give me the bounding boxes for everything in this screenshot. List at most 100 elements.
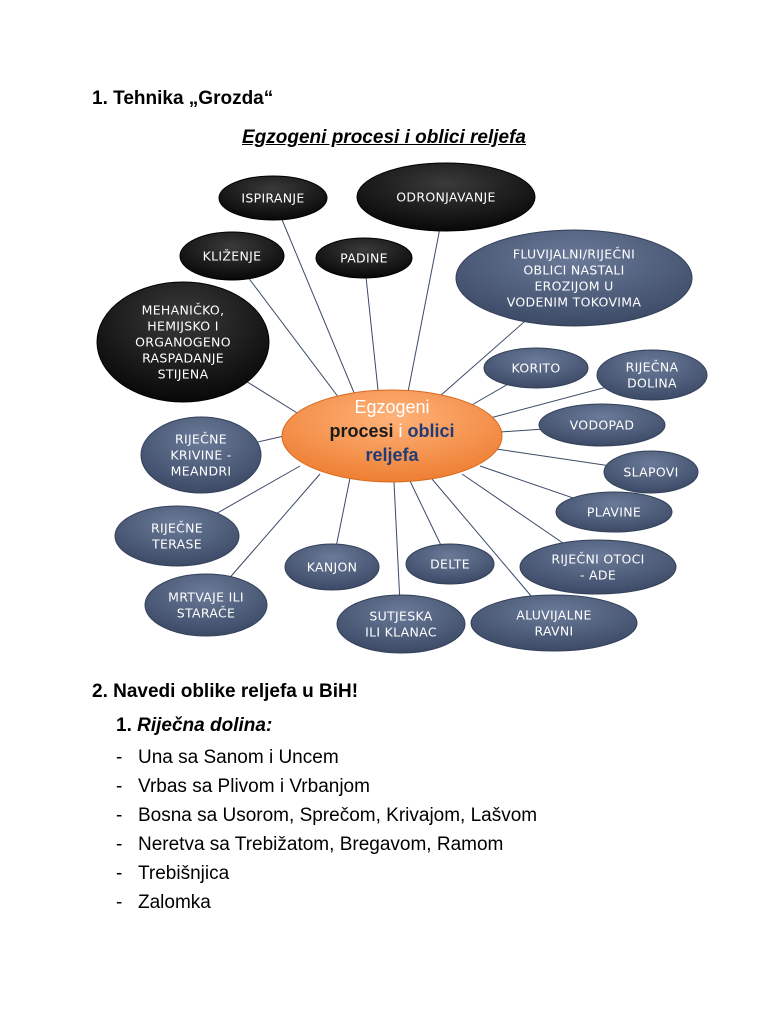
node-otoci: RIJEČNI OTOCI- ADE <box>519 539 677 595</box>
node-shape-sutjeska <box>336 594 466 654</box>
node-shape-rijecna-dolina <box>596 349 708 401</box>
list-item-text: Neretva sa Trebižatom, Bregavom, Ramom <box>138 834 504 855</box>
node-label-mehanicko: RASPADANJE <box>142 351 224 366</box>
list-title: 1. Riječna dolina: <box>116 715 272 737</box>
node-padine: PADINE <box>315 237 413 279</box>
node-label-meandri: RIJEČNE <box>175 432 227 447</box>
list-item-text: Una sa Sanom i Uncem <box>138 747 339 768</box>
node-shape-plavine <box>555 491 673 533</box>
node-vodopad: VODOPAD <box>538 403 666 447</box>
node-label-korito: KORITO <box>512 361 561 376</box>
node-korito: KORITO <box>483 347 589 389</box>
node-label-aluvijalne: ALUVIJALNE <box>516 608 592 623</box>
list-dash: - <box>116 776 123 797</box>
center-line-2a: procesi <box>329 421 393 441</box>
node-shape-odronjavanje <box>356 162 536 232</box>
node-label-slapovi: SLAPOVI <box>623 465 678 480</box>
node-label-mehanicko: MEHANIČKO, <box>142 303 225 318</box>
node-label-mrtvaje: STARAČE <box>177 606 235 621</box>
node-label-terase: RIJEČNE <box>151 521 203 536</box>
node-label-padine: PADINE <box>340 251 388 266</box>
connector-ispiranje <box>272 197 356 396</box>
node-shape-fluvijalni <box>455 229 693 327</box>
center-line-1: Egzogeni <box>354 397 429 417</box>
node-label-rijecna-dolina: RIJEČNA <box>626 360 679 375</box>
node-label-sutjeska: SUTJESKA <box>369 609 432 624</box>
list-dash: - <box>116 805 123 826</box>
node-klizenje: KLIŽENJE <box>179 231 285 281</box>
list-item-text: Trebišnjica <box>138 863 230 884</box>
node-label-sutjeska: ILI KLANAC <box>365 625 437 640</box>
list-item: -Neretva sa Trebižatom, Bregavom, Ramom <box>116 830 537 859</box>
node-label-otoci: - ADE <box>580 568 616 583</box>
node-shape-meandri <box>140 416 262 494</box>
section-1-heading: 1. Tehnika „Grozda“ <box>92 88 274 109</box>
river-list: -Una sa Sanom i Uncem-Vrbas sa Plivom i … <box>116 743 537 917</box>
list-item: -Vrbas sa Plivom i Vrbanjom <box>116 772 537 801</box>
node-ispiranje: ISPIRANJE <box>218 175 328 221</box>
list-dash: - <box>116 834 123 855</box>
node-label-mehanicko: STIJENA <box>158 367 209 382</box>
svg-text:procesi i oblici: procesi i oblici <box>329 421 454 441</box>
node-label-meandri: MEANDRI <box>171 464 232 479</box>
node-label-otoci: RIJEČNI OTOCI <box>551 552 644 567</box>
cluster-diagram: ISPIRANJE ODRONJAVANJE KLIŽENJE PADINE FLUVI… <box>96 162 708 654</box>
section-2-heading: 2. Navedi oblike reljefa u BiH! <box>92 681 359 702</box>
node-label-vodopad: VODOPAD <box>570 418 635 433</box>
node-shape-ispiranje <box>218 175 328 221</box>
node-label-plavine: PLAVINE <box>587 505 641 520</box>
node-label-terase: TERASE <box>151 537 202 552</box>
node-label-odronjavanje: ODRONJAVANJE <box>396 190 495 205</box>
node-shape-kanjon <box>284 543 380 591</box>
diagram-title: Egzogeni procesi i oblici reljefa <box>241 127 527 148</box>
node-shape-korito <box>483 347 589 389</box>
node-label-kanjon: KANJON <box>307 560 358 575</box>
center-line-2c: oblici <box>408 421 455 441</box>
connector-padine <box>363 257 379 391</box>
list-item-text: Bosna sa Usorom, Sprečom, Krivajom, Lašv… <box>138 805 538 826</box>
list-item: -Bosna sa Usorom, Sprečom, Krivajom, Laš… <box>116 801 537 830</box>
node-shape-klizenje <box>179 231 285 281</box>
node-mehanicko: MEHANIČKO,HEMIJSKO IORGANOGENORASPADANJE… <box>96 281 270 403</box>
list-item: -Zalomka <box>116 888 537 917</box>
list-item: -Trebišnjica <box>116 859 537 888</box>
list-dash: - <box>116 892 123 913</box>
center-line-2b: i <box>394 421 408 441</box>
center-line-3: reljefa <box>365 445 419 465</box>
list-dash: - <box>116 863 123 884</box>
node-shape-mrtvaje <box>144 573 268 637</box>
list-number: 1. <box>116 715 132 736</box>
list-label: Riječna dolina: <box>131 715 273 736</box>
center-ellipse <box>281 389 503 483</box>
list-item-text: Zalomka <box>138 892 211 913</box>
node-label-delte: DELTE <box>430 557 470 572</box>
node-kanjon: KANJON <box>284 543 380 591</box>
node-slapovi: SLAPOVI <box>603 450 699 494</box>
list-item-text: Vrbas sa Plivom i Vrbanjom <box>138 776 370 797</box>
node-label-meandri: KRIVINE - <box>170 448 231 463</box>
node-shape-otoci <box>519 539 677 595</box>
node-shape-slapovi <box>603 450 699 494</box>
node-label-fluvijalni: EROZIJOM U <box>534 279 613 294</box>
node-label-aluvijalne: RAVNI <box>534 624 573 639</box>
node-shape-aluvijalne <box>470 594 638 652</box>
node-shape-mehanicko <box>96 281 270 403</box>
node-label-mehanicko: ORGANOGENO <box>135 335 231 350</box>
node-label-mehanicko: HEMIJSKO I <box>147 319 218 334</box>
node-shape-delte <box>405 543 495 585</box>
node-delte: DELTE <box>405 543 495 585</box>
node-label-rijecna-dolina: DOLINA <box>627 376 677 391</box>
node-label-fluvijalni: FLUVIJALNI/RIJEČNI <box>513 247 635 262</box>
list-dash: - <box>116 747 123 768</box>
node-plavine: PLAVINE <box>555 491 673 533</box>
connector-klizenje <box>231 255 343 403</box>
list-item: -Una sa Sanom i Uncem <box>116 743 537 772</box>
center-node: Egzogeni procesi i oblici reljefa <box>281 389 503 483</box>
node-label-ispiranje: ISPIRANJE <box>241 191 304 206</box>
